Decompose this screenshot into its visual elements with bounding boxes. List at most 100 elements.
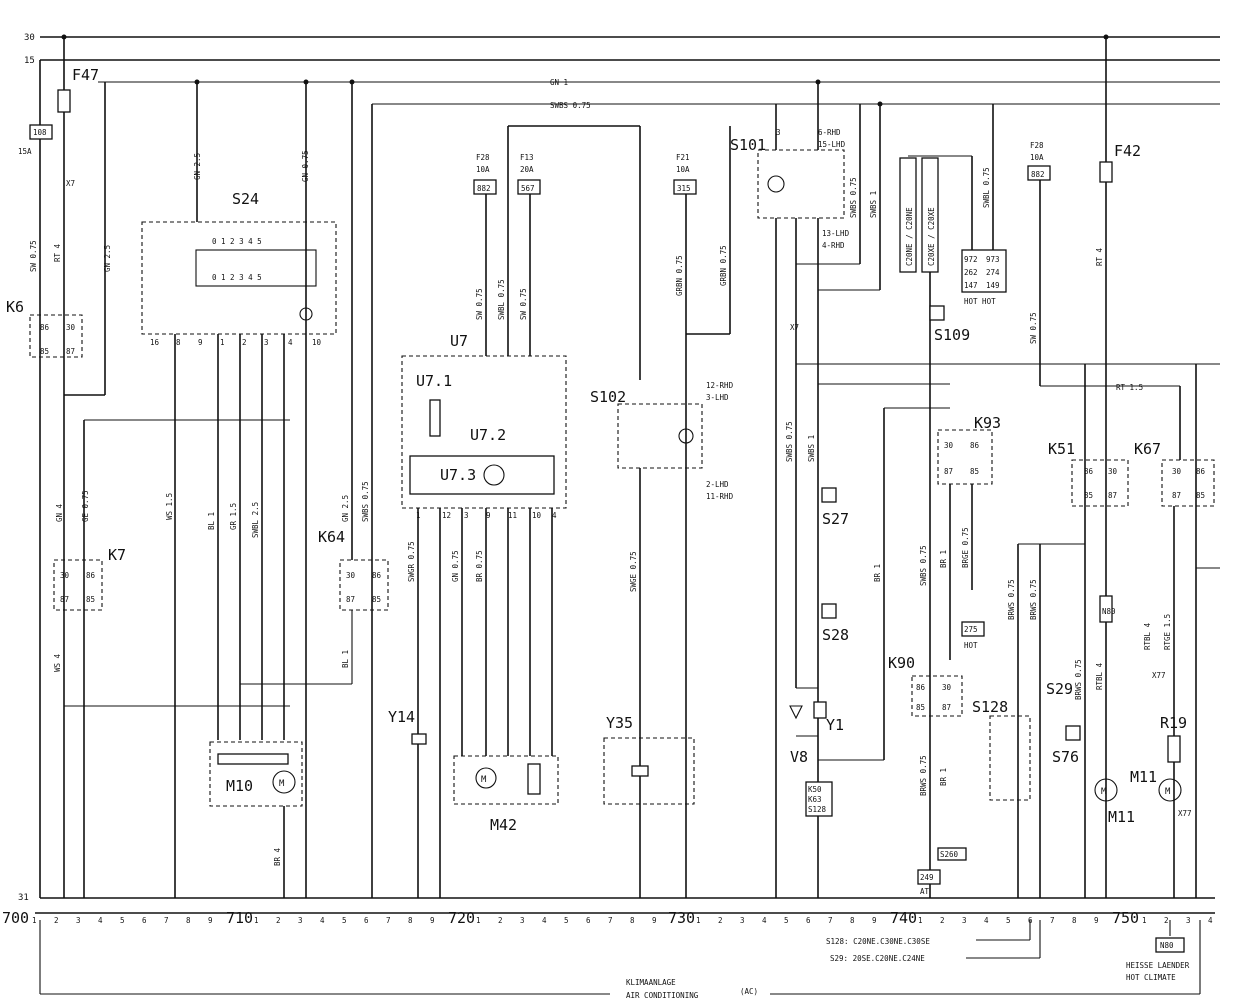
scale-digit: 9 [208,916,213,925]
footnote-heisse: HEISSE LAENDER [1126,961,1190,970]
relay-k64 [339,559,389,611]
svg-text:973: 973 [986,255,1000,264]
scale-digit: 1 [696,916,701,925]
scale-digit: 6 [364,916,369,925]
scale-digit: 7 [608,916,613,925]
label-m10: M10 [226,777,253,795]
svg-text:0 1 2 3 4 5: 0 1 2 3 4 5 [212,273,262,282]
wire-label-rtbl4-a: RTBL 4 [1095,662,1104,690]
label-x7-b: X7 [790,323,799,332]
relay-k93 [937,429,993,485]
svg-text:10: 10 [312,338,322,347]
scale-digit: 7 [386,916,391,925]
scale-digit: 2 [940,916,945,925]
svg-text:3: 3 [264,338,269,347]
label-v8: V8 [790,748,808,766]
engine-label-2: C20XE / C20XE [927,207,936,266]
svg-text:M: M [279,779,285,789]
wire-label-swbl075-b: SWBL 0.75 [982,167,991,208]
motor-m10 [209,741,303,807]
relay-k7 [53,559,103,611]
wire-label-gn4: GN 4 [55,503,64,522]
svg-text:30: 30 [346,571,356,580]
scale-digit: 9 [430,916,435,925]
scale-digit: 8 [850,916,855,925]
wire-label-br1-c: BR 1 [939,768,948,786]
scale-digit: 3 [1186,916,1191,925]
svg-text:0 1 2 3 4 5: 0 1 2 3 4 5 [212,237,262,246]
wire-label-rt15: RT 1.5 [1116,383,1143,392]
scale-digit: 1 [32,916,37,925]
wire-label-sw075-d: SW 0.75 [1029,312,1038,344]
motor-m10-icon [272,770,296,794]
label-f13-amp: 20A [520,165,534,174]
footnote-s128: S128: C20NE.C30NE.C30SE [826,937,930,946]
scale-digit: 7 [1050,916,1055,925]
ref-n80-a [1099,595,1113,623]
footnote-klima: KLIMAANLAGE [626,978,676,987]
scale-digit: 2 [718,916,723,925]
scale-digit: 2 [1164,916,1169,925]
svg-text:2: 2 [242,338,247,347]
wire-label-grbn-b: GRBN 0.75 [719,245,728,286]
wire-label-bl1-b: BL 1 [341,650,350,668]
switch-s101 [757,149,845,219]
motor-m11-icon-a [1094,778,1118,802]
wire-label-swbs1: SWBS 1 [869,191,878,218]
svg-text:86: 86 [916,683,926,692]
label-f28-a: F28 [476,153,490,162]
scale-digit: 5 [1006,916,1011,925]
svg-text:972: 972 [964,255,978,264]
footnote-hot-climate: HOT CLIMATE [1126,973,1176,982]
label-k90: K90 [888,654,915,672]
scale-digit: 9 [1094,916,1099,925]
switch-s24 [141,221,337,335]
scale-digit: 9 [872,916,877,925]
label-s109: S109 [934,326,970,344]
svg-text:85: 85 [970,467,979,476]
indicator-lamp-icon [678,428,694,444]
label-hot-hot: HOT HOT [964,297,996,306]
wire-label-ws15: WS 1.5 [165,493,174,520]
label-u7-2: U7.2 [470,426,506,444]
wire-label-rt4-b: RT 4 [1095,247,1104,266]
svg-text:11: 11 [508,511,517,520]
label-k7: K7 [108,546,126,564]
label-f21: F21 [676,153,690,162]
scale-digit: 6 [806,916,811,925]
section-750: F28 10A 882 SW 0.75 F42 RT 4 RT 1.5 K51 … [1027,37,1220,898]
relay-k6 [29,314,83,358]
svg-text:10: 10 [532,511,542,520]
label-k67: K67 [1134,440,1161,458]
scale-digit: 3 [962,916,967,925]
switch-s128 [989,715,1031,801]
label-u7-1: U7.1 [416,372,452,390]
scale-digit: 4 [762,916,767,925]
wire-label-rtbl4-b: RTBL 4 [1143,622,1152,650]
motor-m11-icon-b [1158,778,1182,802]
wire-label-grbn-a: GRBN 0.75 [675,255,684,296]
scale-digit: 3 [298,916,303,925]
footnote-ac: AIR CONDITIONING [626,991,699,1000]
scale-digit: 4 [1208,916,1213,925]
label-k6: K6 [6,298,24,316]
svg-text:30: 30 [942,683,952,692]
pin-s102-11: 11-RHD [706,492,734,501]
wire-label-swbs075-b: SWBS 0.75 [849,177,858,218]
wire-label-brws-b: BRWS 0.75 [1007,579,1016,620]
label-k93: K93 [974,414,1001,432]
scale-digit: 4 [542,916,547,925]
label-s24: S24 [232,190,259,208]
svg-text:86: 86 [86,571,96,580]
scale-digit: 8 [1072,916,1077,925]
ref-882-b [1027,165,1051,181]
scale-digit: 8 [186,916,191,925]
svg-text:M: M [1101,787,1107,797]
label-f13: F13 [520,153,534,162]
footnotes: S128: C20NE.C30NE.C30SE S29: 20SE.C20NE.… [39,920,1201,1000]
label-x7-a: X7 [66,179,75,188]
ref-249 [917,869,941,885]
label-f28-a-ref: 882 [477,184,491,193]
pressure-switch-s76 [1065,725,1081,741]
